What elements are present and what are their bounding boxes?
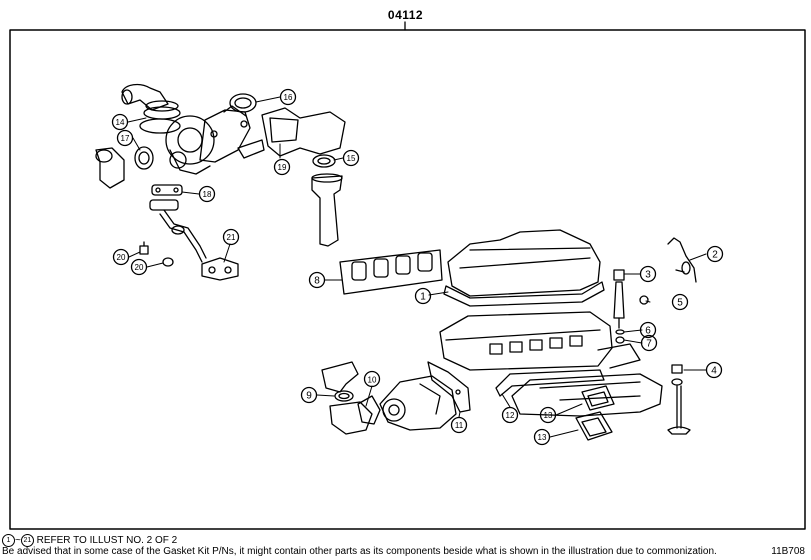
svg-text:13: 13 (544, 411, 553, 420)
svg-text:4: 4 (711, 366, 717, 377)
svg-text:20: 20 (117, 253, 126, 262)
callout-7: 7 (640, 334, 658, 352)
callout-18: 18 (198, 185, 216, 203)
exhaust-manifold-right (261, 107, 346, 157)
callout-5: 5 (671, 293, 689, 311)
cylinder-head (439, 311, 641, 371)
callout-4: 4 (705, 361, 723, 379)
svg-text:5: 5 (677, 298, 683, 309)
callout-3: 3 (639, 265, 657, 283)
callout-12: 12 (501, 406, 519, 424)
thermostat-housing (329, 401, 373, 435)
engine-valve (667, 385, 691, 435)
gasket-11 (427, 361, 471, 413)
advisory-note: Be advised that in some case of the Gask… (2, 546, 717, 557)
callout-6: 6 (639, 321, 657, 339)
refer-note: 1~21 REFER TO ILLUST NO. 2 OF 2 (2, 534, 177, 547)
water-outlet (321, 361, 359, 393)
gasket-13-lower (575, 411, 613, 441)
water-pump (379, 375, 457, 431)
gasket-13-upper (581, 385, 615, 411)
callout-15: 15 (342, 149, 360, 167)
svg-text:10: 10 (368, 376, 377, 385)
part-number-title: 04112 (387, 8, 424, 22)
gasket-18 (149, 184, 183, 211)
callout-13a: 13 (539, 406, 557, 424)
valve-stem-seal-4 (671, 364, 683, 386)
injection-nozzle (613, 269, 625, 329)
intake-manifold-gasket-12 (495, 369, 605, 397)
intake-manifold (511, 373, 663, 417)
leader-lines (127, 96, 707, 438)
callout-20b: 20 (130, 258, 148, 276)
callout-17: 17 (116, 129, 134, 147)
gasket-10 (357, 395, 381, 425)
svg-text:11: 11 (455, 421, 464, 430)
svg-text:18: 18 (203, 190, 212, 199)
svg-text:1: 1 (420, 292, 426, 303)
illustration-code: 11B708 (771, 546, 805, 557)
svg-text:7: 7 (646, 339, 652, 350)
manifold-gasket-8 (339, 249, 443, 295)
oil-pipe (159, 209, 207, 263)
svg-text:2: 2 (712, 250, 718, 261)
svg-text:19: 19 (278, 163, 287, 172)
svg-text:15: 15 (347, 154, 356, 163)
svg-text:8: 8 (314, 276, 320, 287)
svg-text:20: 20 (135, 263, 144, 272)
svg-text:9: 9 (306, 391, 312, 402)
callout-1: 1 (414, 287, 432, 305)
callout-13b: 13 (533, 428, 551, 446)
thermostat-gasket-9 (334, 390, 354, 402)
callout-20a: 20 (112, 248, 130, 266)
callout-8: 8 (308, 271, 326, 289)
union-bolt-20 (139, 241, 174, 267)
refer-note-text: REFER TO ILLUST NO. 2 OF 2 (36, 535, 178, 547)
gasket-21 (201, 257, 239, 281)
callout-10: 10 (363, 370, 381, 388)
callout-14: 14 (111, 113, 129, 131)
svg-text:3: 3 (645, 270, 651, 281)
svg-text:17: 17 (121, 134, 130, 143)
callout-2: 2 (706, 245, 724, 263)
turbocharger-assembly (121, 83, 265, 175)
svg-text:14: 14 (116, 118, 125, 127)
cylinder-head-cover (447, 229, 601, 297)
exploded-parts-diagram: 1 2 3 4 5 6 7 8 9 10 11 12 13 13 14 15 1… (9, 21, 806, 530)
glow-plug-wire-2 (667, 237, 697, 283)
gasket-7 (615, 336, 625, 344)
head-cover-gasket-1 (443, 281, 605, 307)
diagram-frame (9, 29, 806, 530)
svg-text:6: 6 (645, 326, 651, 337)
gasket-15 (312, 154, 336, 168)
gasket-16 (229, 93, 257, 113)
callout-9: 9 (300, 386, 318, 404)
washer-6 (615, 329, 625, 335)
range-start-badge: 1 (2, 534, 15, 547)
callout-16: 16 (279, 88, 297, 106)
svg-text:13: 13 (538, 433, 547, 442)
holder-5 (639, 295, 649, 305)
callout-11: 11 (450, 416, 468, 434)
callout-19: 19 (273, 158, 291, 176)
svg-text:12: 12 (506, 411, 515, 420)
svg-text:16: 16 (284, 93, 293, 102)
gasket-17 (134, 146, 154, 170)
intake-elbow (95, 147, 125, 189)
callout-21: 21 (222, 228, 240, 246)
svg-text:21: 21 (227, 233, 236, 242)
range-separator: ~ (15, 535, 21, 547)
exhaust-pipe (311, 173, 343, 247)
